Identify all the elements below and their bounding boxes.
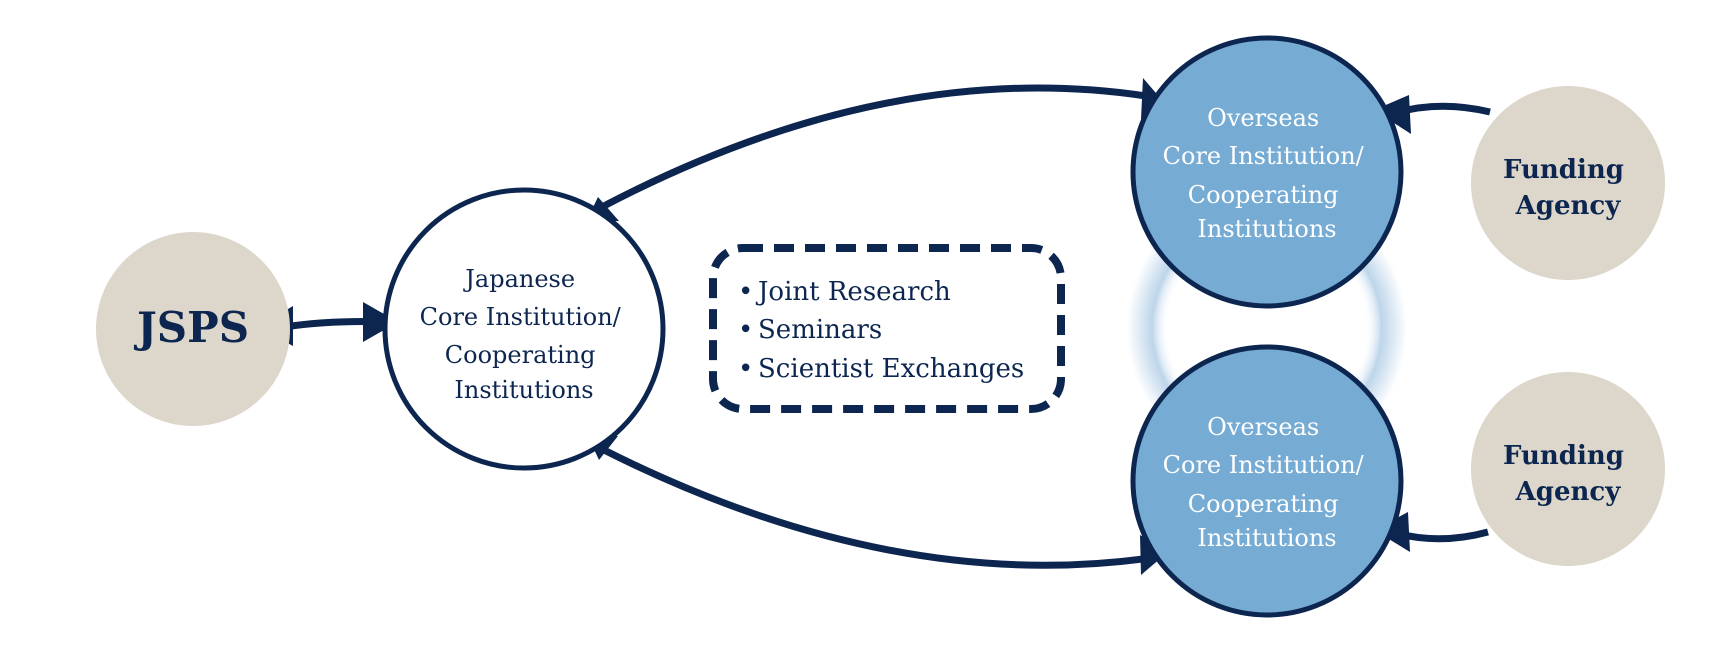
japanese-line-3: Cooperating: [445, 341, 596, 369]
activity-item-2: Seminars: [758, 315, 882, 345]
overseas-top-line-4: Institutions: [1197, 215, 1336, 243]
overseas-bottom-line-1: Overseas: [1207, 413, 1319, 441]
overseas-bottom-line-4: Institutions: [1197, 524, 1336, 552]
overseas-institution-bottom-label: Overseas Core Institution/ Cooperating I…: [1163, 413, 1372, 552]
overseas-institution-top-label: Overseas Core Institution/ Cooperating I…: [1163, 104, 1372, 243]
overseas-institution-top-node: [1130, 35, 1404, 309]
activities-list: • Joint Research • Seminars • Scientist …: [738, 277, 1024, 384]
overseas-top-line-2: Core Institution/: [1163, 142, 1365, 170]
funding-agency-bottom-label: Funding Agency: [1503, 441, 1633, 507]
funding-agency-bottom-node: [1471, 372, 1665, 566]
japanese-line-1: Japanese: [462, 265, 575, 293]
funding-agency-top-label: Funding Agency: [1503, 155, 1633, 221]
overseas-top-line-1: Overseas: [1207, 104, 1319, 132]
overseas-bottom-line-2: Core Institution/: [1163, 451, 1365, 479]
activity-item-1: Joint Research: [755, 277, 951, 307]
arrowhead-to-japanese-left: [363, 302, 398, 342]
japanese-institution-node: [382, 187, 666, 471]
japanese-line-4: Institutions: [454, 376, 593, 404]
connector-japanese-overseas-top: [598, 84, 1171, 212]
overseas-institution-bottom-node: [1130, 344, 1404, 618]
funding-top-line-1: Funding: [1503, 155, 1624, 185]
overseas-bottom-line-3: Cooperating: [1188, 490, 1339, 518]
activity-item-3: Scientist Exchanges: [758, 354, 1024, 384]
japanese-line-2: Core Institution/: [420, 303, 622, 331]
japanese-institution-label: Japanese Core Institution/ Cooperating I…: [420, 265, 629, 404]
funding-top-line-2: Agency: [1515, 191, 1622, 221]
overseas-top-line-3: Cooperating: [1188, 181, 1339, 209]
funding-agency-top-node: [1471, 86, 1665, 280]
funding-bottom-line-1: Funding: [1503, 441, 1624, 471]
activities-box: [709, 244, 1065, 413]
connector-japanese-overseas-bottom: [598, 444, 1171, 569]
arrowhead-from-funding-top: [1374, 95, 1411, 134]
funding-bottom-line-2: Agency: [1515, 477, 1622, 507]
jsps-label: JSPS: [133, 303, 249, 352]
jsps-node: [96, 232, 290, 426]
